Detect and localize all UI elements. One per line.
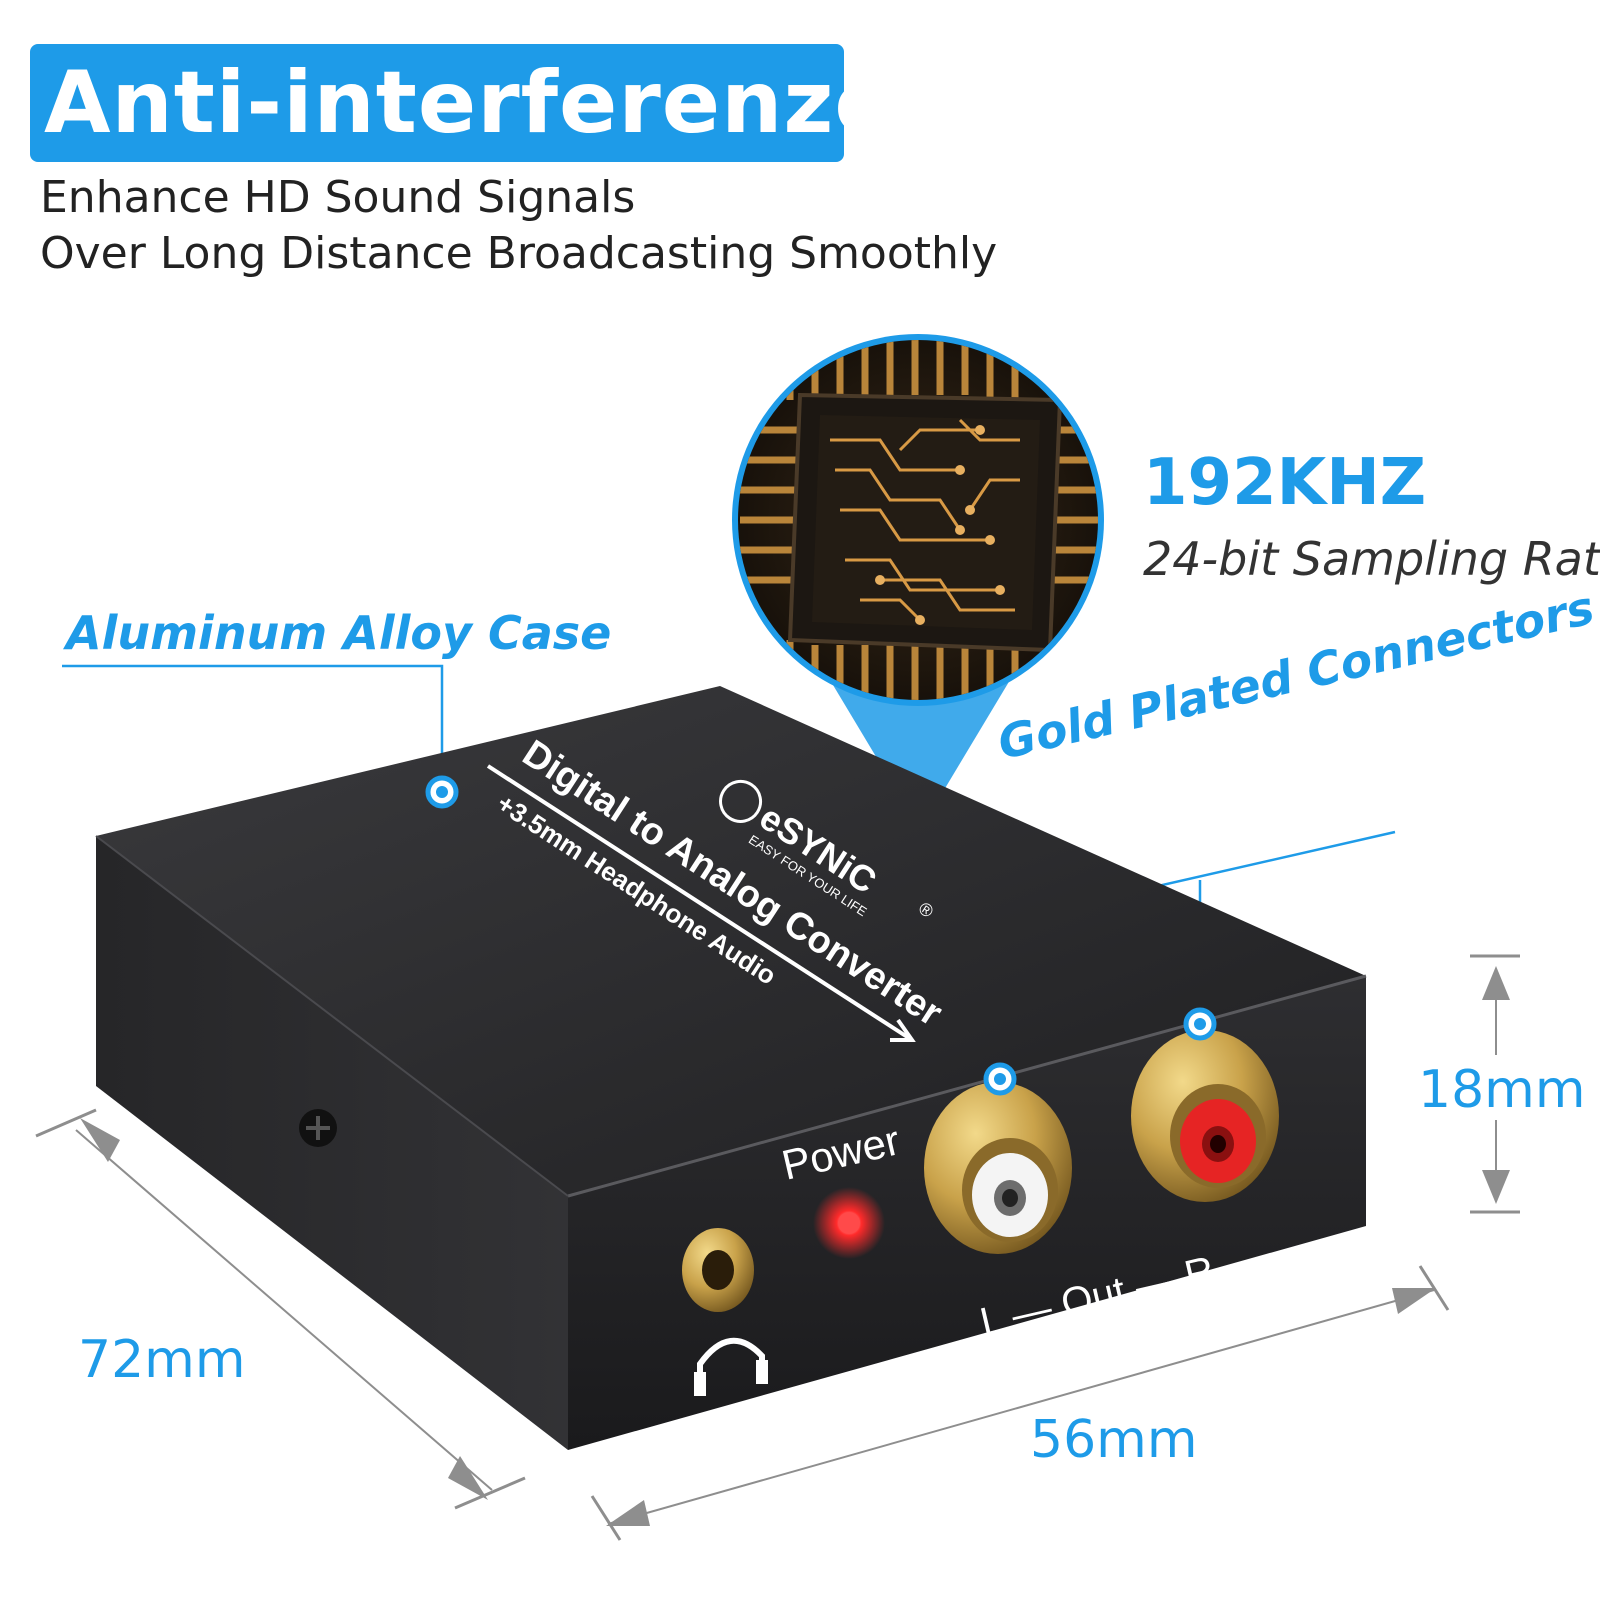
top-arrow (486, 764, 916, 1042)
case-callout-label: Aluminum Alloy Case (66, 606, 612, 660)
banner-title: Anti-interferenze (44, 53, 894, 153)
height-dimension: 18mm (1418, 1060, 1586, 1120)
dimension-arrows (35, 954, 1520, 1541)
headphone-icon (694, 1337, 768, 1396)
device-side (96, 836, 568, 1450)
zoom-pointer (818, 660, 1010, 830)
power-led-core (838, 1212, 860, 1234)
subtitle-line-2: Over Long Distance Broadcasting Smoothly (40, 228, 998, 279)
subtitle-line-1: Enhance HD Sound Signals (40, 172, 636, 223)
screw-icon (299, 1109, 337, 1147)
title-banner: Anti-interferenze (30, 44, 893, 162)
sampling-spec: 24-bit Sampling Rate (1143, 532, 1600, 586)
callout-dots (425, 775, 1217, 1096)
width-dimension: 56mm (1030, 1410, 1198, 1470)
headphone-jack (682, 1228, 754, 1312)
device-top (96, 686, 1366, 1196)
chip-zoom-circle (732, 334, 1104, 706)
frequency-spec: 192KHZ (1143, 446, 1427, 520)
rca-right-connector (1131, 1030, 1279, 1202)
chip-icon (738, 340, 1098, 700)
rca-left-connector (924, 1082, 1072, 1254)
dac-device: Digital to Analog Converter +3.5mm Headp… (95, 686, 1367, 1450)
depth-dimension: 72mm (78, 1330, 246, 1390)
